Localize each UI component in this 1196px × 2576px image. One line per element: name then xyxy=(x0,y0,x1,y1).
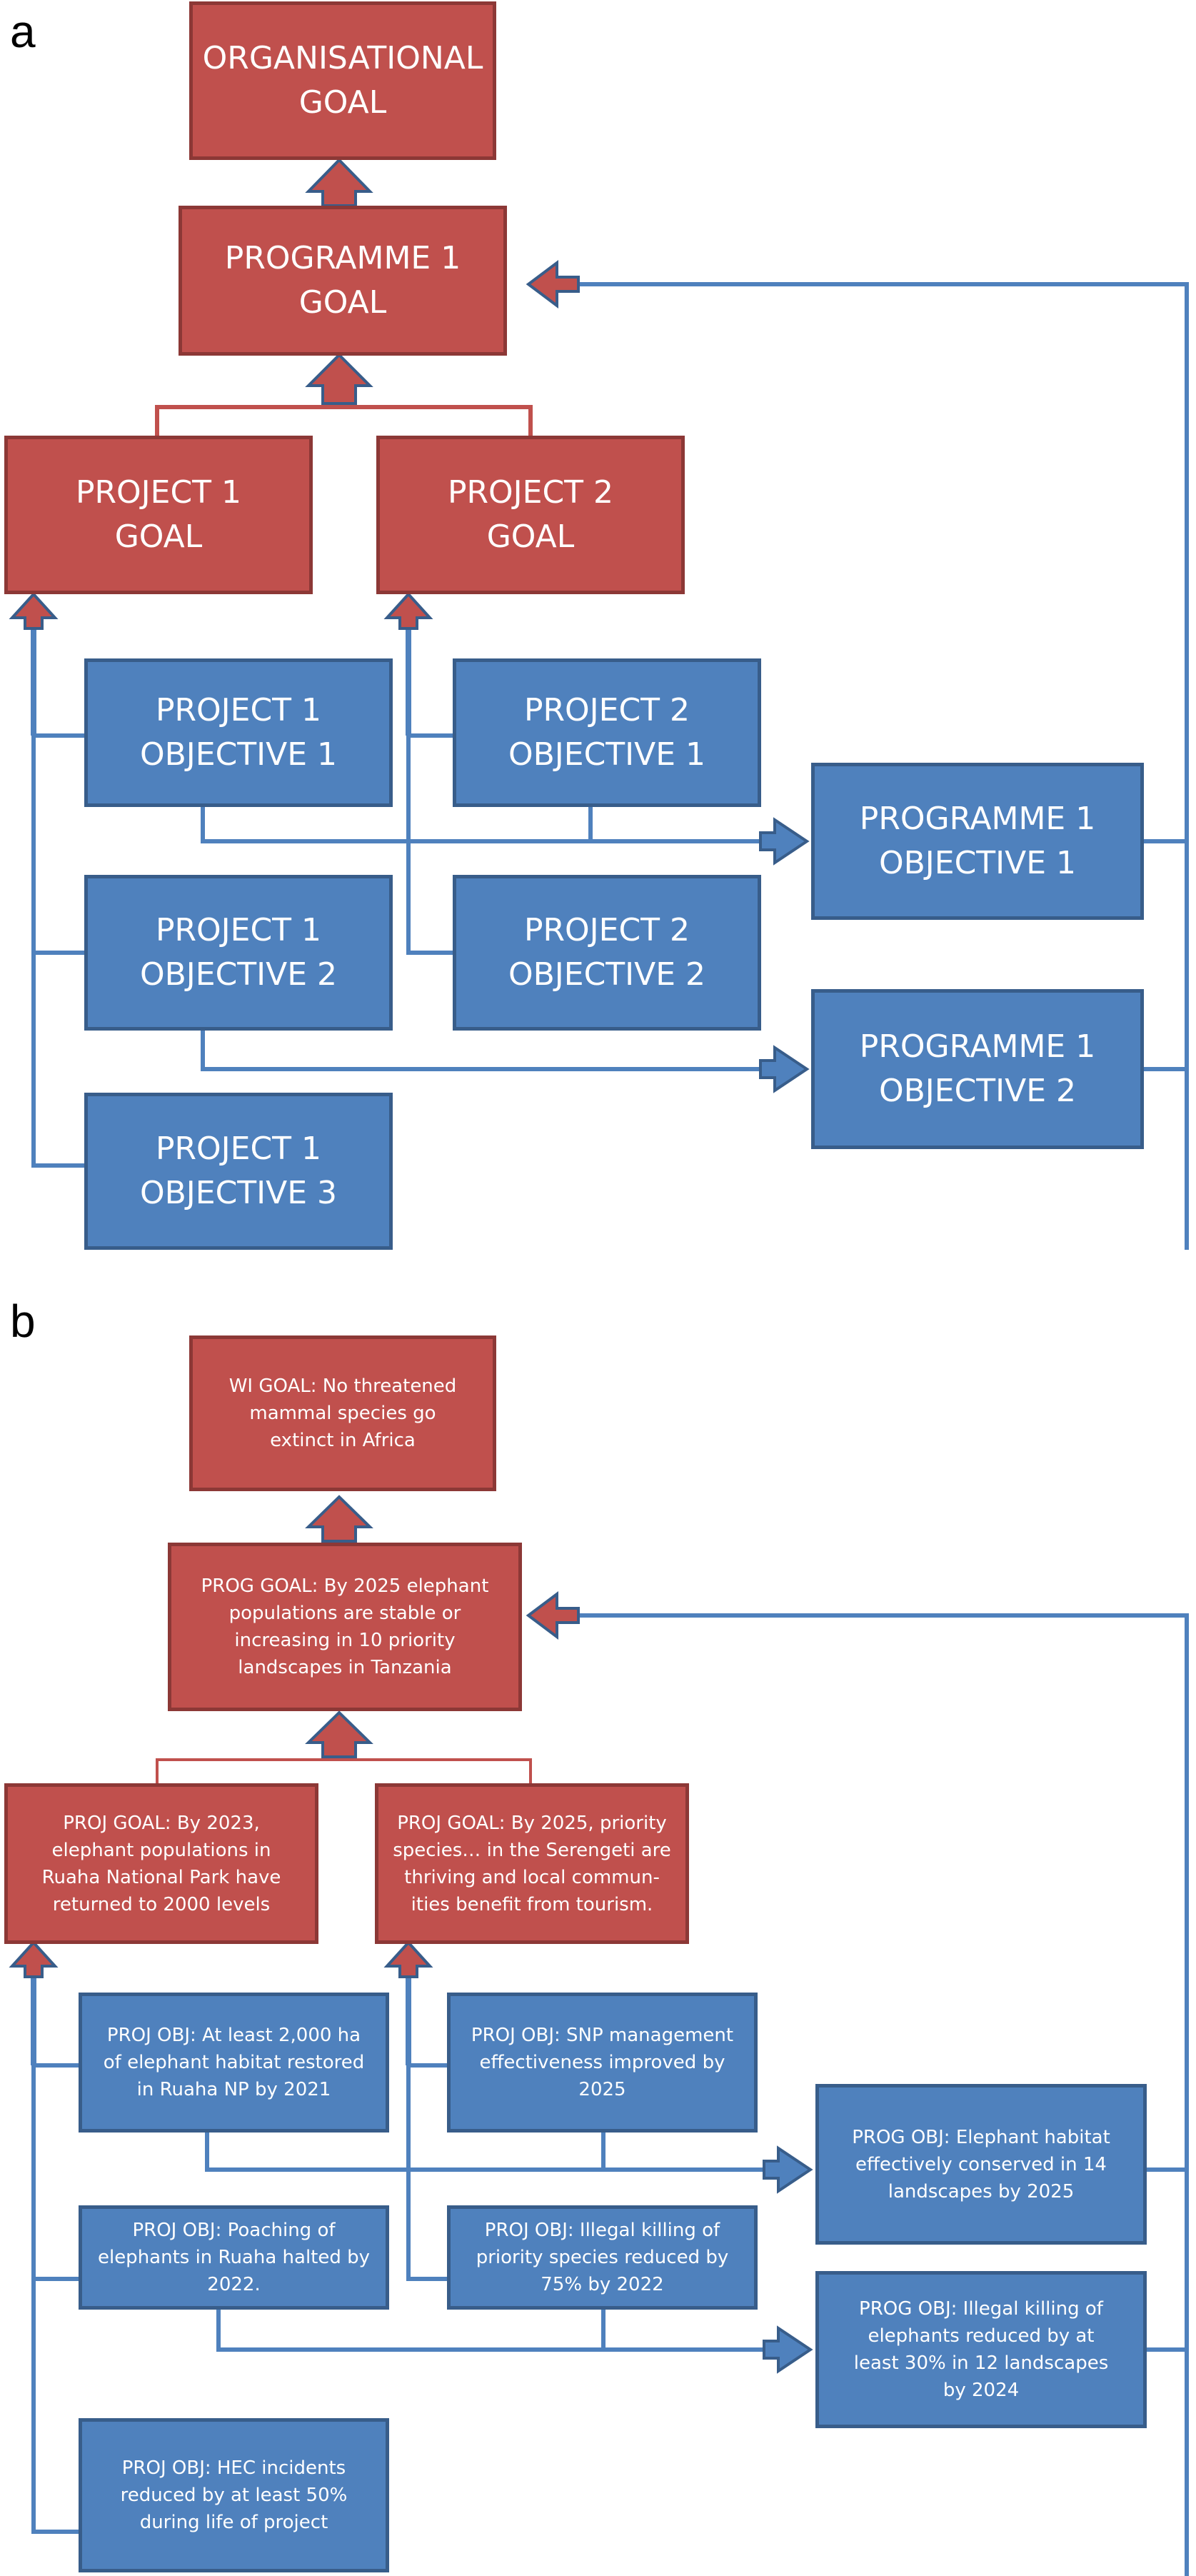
arrow-right-icon xyxy=(759,1045,810,1093)
panel-a-connectors xyxy=(9,158,1189,1250)
programme-feedback-connector xyxy=(571,282,1189,1250)
prog-obj1-connector xyxy=(205,2133,768,2172)
project2-objective1-text: PROJECT 2 OBJECTIVE 1 xyxy=(508,692,706,773)
programme-objective2-text: PROGRAMME 1 OBJECTIVE 2 xyxy=(859,1028,1096,1109)
project1-objective2-box: PROJECT 1 OBJECTIVE 2 xyxy=(84,875,393,1031)
proj1-obj2-text: PROJ OBJ: Poaching of elephants in Ruaha… xyxy=(97,2220,371,2295)
prog-goal-box: PROG GOAL: By 2025 elephant populations … xyxy=(168,1543,522,1711)
proj1-goal-text: PROJ GOAL: By 2023, elephant populations… xyxy=(41,1812,281,1915)
programme-goal-box: PROGRAMME 1 GOAL xyxy=(179,206,507,356)
arrow-up-icon xyxy=(305,353,373,405)
project2-goal-box: PROJECT 2 GOAL xyxy=(376,436,685,594)
project1-objective1-text: PROJECT 1 OBJECTIVE 1 xyxy=(139,692,338,773)
goal-branch-connector xyxy=(155,405,533,436)
proj2-obj1-box: PROJ OBJ: SNP management effectiveness i… xyxy=(447,1993,758,2133)
organisational-goal-box: ORGANISATIONAL GOAL xyxy=(189,1,496,160)
proj2-obj1-text: PROJ OBJ: SNP management effectiveness i… xyxy=(471,2025,734,2100)
project1-objective3-box: PROJECT 1 OBJECTIVE 3 xyxy=(84,1093,393,1250)
prog-obj2-box: PROG OBJ: Illegal killing of elephants r… xyxy=(815,2271,1147,2428)
proj2-obj2-text: PROJ OBJ: Illegal killing of priority sp… xyxy=(476,2220,729,2295)
project2-objectives-connector xyxy=(406,2063,447,2281)
arrow-left-icon xyxy=(526,1591,580,1640)
goal-branch-connector xyxy=(156,1758,532,1783)
arrow-right-icon xyxy=(759,817,810,866)
arrow-right-icon xyxy=(763,2325,813,2374)
proj1-goal-box: PROJ GOAL: By 2023, elephant populations… xyxy=(4,1783,318,1944)
programme-objective2-box: PROGRAMME 1 OBJECTIVE 2 xyxy=(811,989,1144,1149)
arrow-right-icon xyxy=(763,2145,813,2194)
proj2-goal-text: PROJ GOAL: By 2025, priority species… in… xyxy=(393,1812,671,1915)
prog-obj1-connector xyxy=(201,807,760,843)
project1-goal-box: PROJECT 1 GOAL xyxy=(4,436,313,594)
panel-b-connectors xyxy=(9,1495,1189,2576)
programme-objective1-box: PROGRAMME 1 OBJECTIVE 1 xyxy=(811,763,1144,920)
panel-b-label: b xyxy=(10,1295,36,1347)
project1-objectives-connector xyxy=(31,2063,79,2534)
programme-feedback-connector xyxy=(571,1613,1189,2576)
prog-obj2-connector xyxy=(201,1031,760,1071)
project1-objective1-box: PROJECT 1 OBJECTIVE 1 xyxy=(84,658,393,807)
arrow-up-icon xyxy=(383,592,433,630)
project2-objective2-text: PROJECT 2 OBJECTIVE 2 xyxy=(508,912,706,993)
project1-objective3-text: PROJECT 1 OBJECTIVE 3 xyxy=(139,1131,338,1211)
proj2-goal-box: PROJ GOAL: By 2025, priority species… in… xyxy=(375,1783,689,1944)
prog-goal-text: PROG GOAL: By 2025 elephant populations … xyxy=(201,1575,489,1678)
proj1-obj3-text: PROJ OBJ: HEC incidents reduced by at le… xyxy=(120,2457,348,2533)
prog-obj2-text: PROG OBJ: Illegal killing of elephants r… xyxy=(853,2298,1109,2401)
proj2-obj2-box: PROJ OBJ: Illegal killing of priority sp… xyxy=(447,2205,758,2310)
project1-objective2-text: PROJECT 1 OBJECTIVE 2 xyxy=(139,912,338,993)
arrow-up-icon xyxy=(383,1940,433,1978)
arrow-left-icon xyxy=(526,260,580,309)
arrow-up-icon xyxy=(9,1940,59,1978)
wi-goal-box: WI GOAL: No threatened mammal species go… xyxy=(189,1335,496,1491)
programme-objective1-text: PROGRAMME 1 OBJECTIVE 1 xyxy=(859,801,1096,881)
proj1-obj3-box: PROJ OBJ: HEC incidents reduced by at le… xyxy=(79,2418,389,2572)
arrow-up-icon xyxy=(305,1710,373,1758)
project1-goal-text: PROJECT 1 GOAL xyxy=(75,474,242,555)
panel-a-label: a xyxy=(10,6,36,57)
wi-goal-text: WI GOAL: No threatened mammal species go… xyxy=(228,1375,457,1451)
arrow-up-icon xyxy=(9,592,59,630)
prog-obj1-text: PROG OBJ: Elephant habitat effectively c… xyxy=(852,2126,1110,2202)
proj1-obj2-box: PROJ OBJ: Poaching of elephants in Ruaha… xyxy=(79,2205,389,2310)
arrow-up-icon xyxy=(305,1495,373,1543)
arrow-up-icon xyxy=(305,158,373,207)
programme-goal-text: PROGRAMME 1 GOAL xyxy=(224,240,461,321)
project2-objectives-connector xyxy=(406,733,453,955)
prog-obj2-connector xyxy=(216,2310,768,2352)
project2-objective1-box: PROJECT 2 OBJECTIVE 1 xyxy=(453,658,761,807)
proj1-obj1-text: PROJ OBJ: At least 2,000 ha of elephant … xyxy=(103,2025,365,2100)
project2-goal-text: PROJECT 2 GOAL xyxy=(447,474,614,555)
prog-obj1-box: PROG OBJ: Elephant habitat effectively c… xyxy=(815,2084,1147,2245)
organisational-goal-text: ORGANISATIONAL GOAL xyxy=(202,40,483,121)
project2-objective2-box: PROJECT 2 OBJECTIVE 2 xyxy=(453,875,761,1031)
proj1-obj1-box: PROJ OBJ: At least 2,000 ha of elephant … xyxy=(79,1993,389,2133)
